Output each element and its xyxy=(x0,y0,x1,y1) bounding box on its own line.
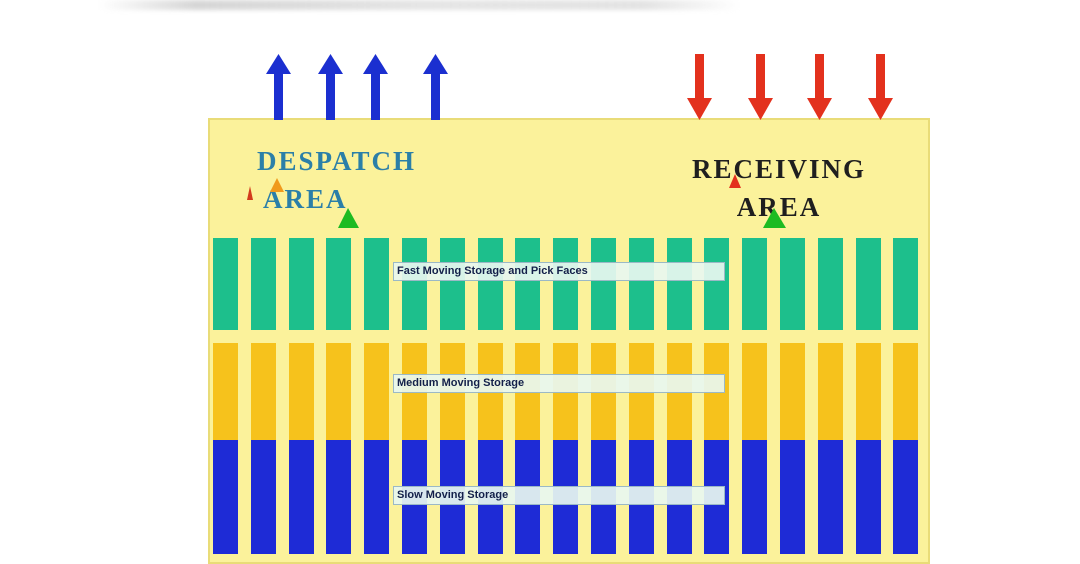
receiving-label-line1: RECEIVING xyxy=(691,154,867,184)
area-markers xyxy=(247,174,786,228)
triangle-icon xyxy=(270,178,284,192)
slow-moving-bay xyxy=(742,440,767,554)
fast-moving-zone-label: Fast Moving Storage and Pick Faces xyxy=(393,262,725,281)
fast-moving-bay xyxy=(289,238,314,330)
triangle-icon xyxy=(729,174,741,188)
medium-moving-bay xyxy=(326,343,351,440)
outbound-arrows xyxy=(266,54,448,120)
slow-moving-bay xyxy=(893,440,918,554)
fast-moving-bay xyxy=(440,238,465,330)
slow-moving-bay xyxy=(289,440,314,554)
blurred-caption-strip xyxy=(100,0,740,10)
fast-moving-bay xyxy=(629,238,654,330)
medium-moving-bay xyxy=(364,343,389,440)
arrow-down-icon xyxy=(687,54,712,120)
inbound-arrows xyxy=(687,54,893,120)
medium-moving-bay xyxy=(893,343,918,440)
fast-moving-bay xyxy=(704,238,729,330)
fast-moving-bay xyxy=(402,238,427,330)
slow-moving-bay xyxy=(213,440,238,554)
triangle-icon xyxy=(247,186,253,200)
triangle-icon xyxy=(763,208,786,228)
fast-moving-bay xyxy=(364,238,389,330)
despatch-area-label: DESPATCH AREA xyxy=(257,142,416,218)
slow-moving-bay xyxy=(780,440,805,554)
triangle-icon xyxy=(338,208,359,228)
arrow-up-icon xyxy=(318,54,343,120)
fast-moving-bay xyxy=(515,238,540,330)
medium-moving-bay xyxy=(213,343,238,440)
fast-moving-bay xyxy=(780,238,805,330)
slow-moving-bay xyxy=(326,440,351,554)
arrow-up-icon xyxy=(423,54,448,120)
medium-moving-bay xyxy=(289,343,314,440)
slow-moving-bay xyxy=(856,440,881,554)
fast-moving-bay xyxy=(667,238,692,330)
slow-moving-zone-label: Slow Moving Storage xyxy=(393,486,725,505)
medium-moving-bay xyxy=(742,343,767,440)
medium-moving-bay xyxy=(818,343,843,440)
fast-moving-bay xyxy=(478,238,503,330)
medium-moving-zone-label: Medium Moving Storage xyxy=(393,374,725,393)
slow-moving-bay xyxy=(251,440,276,554)
fast-moving-bay xyxy=(251,238,276,330)
despatch-label-line1: DESPATCH xyxy=(257,146,417,176)
medium-moving-bay xyxy=(780,343,805,440)
fast-moving-bay xyxy=(893,238,918,330)
slow-moving-bay xyxy=(364,440,389,554)
arrow-down-icon xyxy=(868,54,893,120)
fast-moving-bay xyxy=(818,238,843,330)
medium-moving-bay xyxy=(251,343,276,440)
arrow-up-icon xyxy=(363,54,388,120)
fast-moving-bay xyxy=(591,238,616,330)
fast-moving-bay xyxy=(213,238,238,330)
slow-moving-bay xyxy=(818,440,843,554)
fast-moving-bay xyxy=(326,238,351,330)
receiving-area-label: RECEIVING AREA xyxy=(684,150,874,226)
arrow-down-icon xyxy=(807,54,832,120)
fast-moving-bay xyxy=(856,238,881,330)
arrow-down-icon xyxy=(748,54,773,120)
fast-moving-bay xyxy=(742,238,767,330)
fast-moving-bay xyxy=(553,238,578,330)
arrow-up-icon xyxy=(266,54,291,120)
medium-moving-bay xyxy=(856,343,881,440)
